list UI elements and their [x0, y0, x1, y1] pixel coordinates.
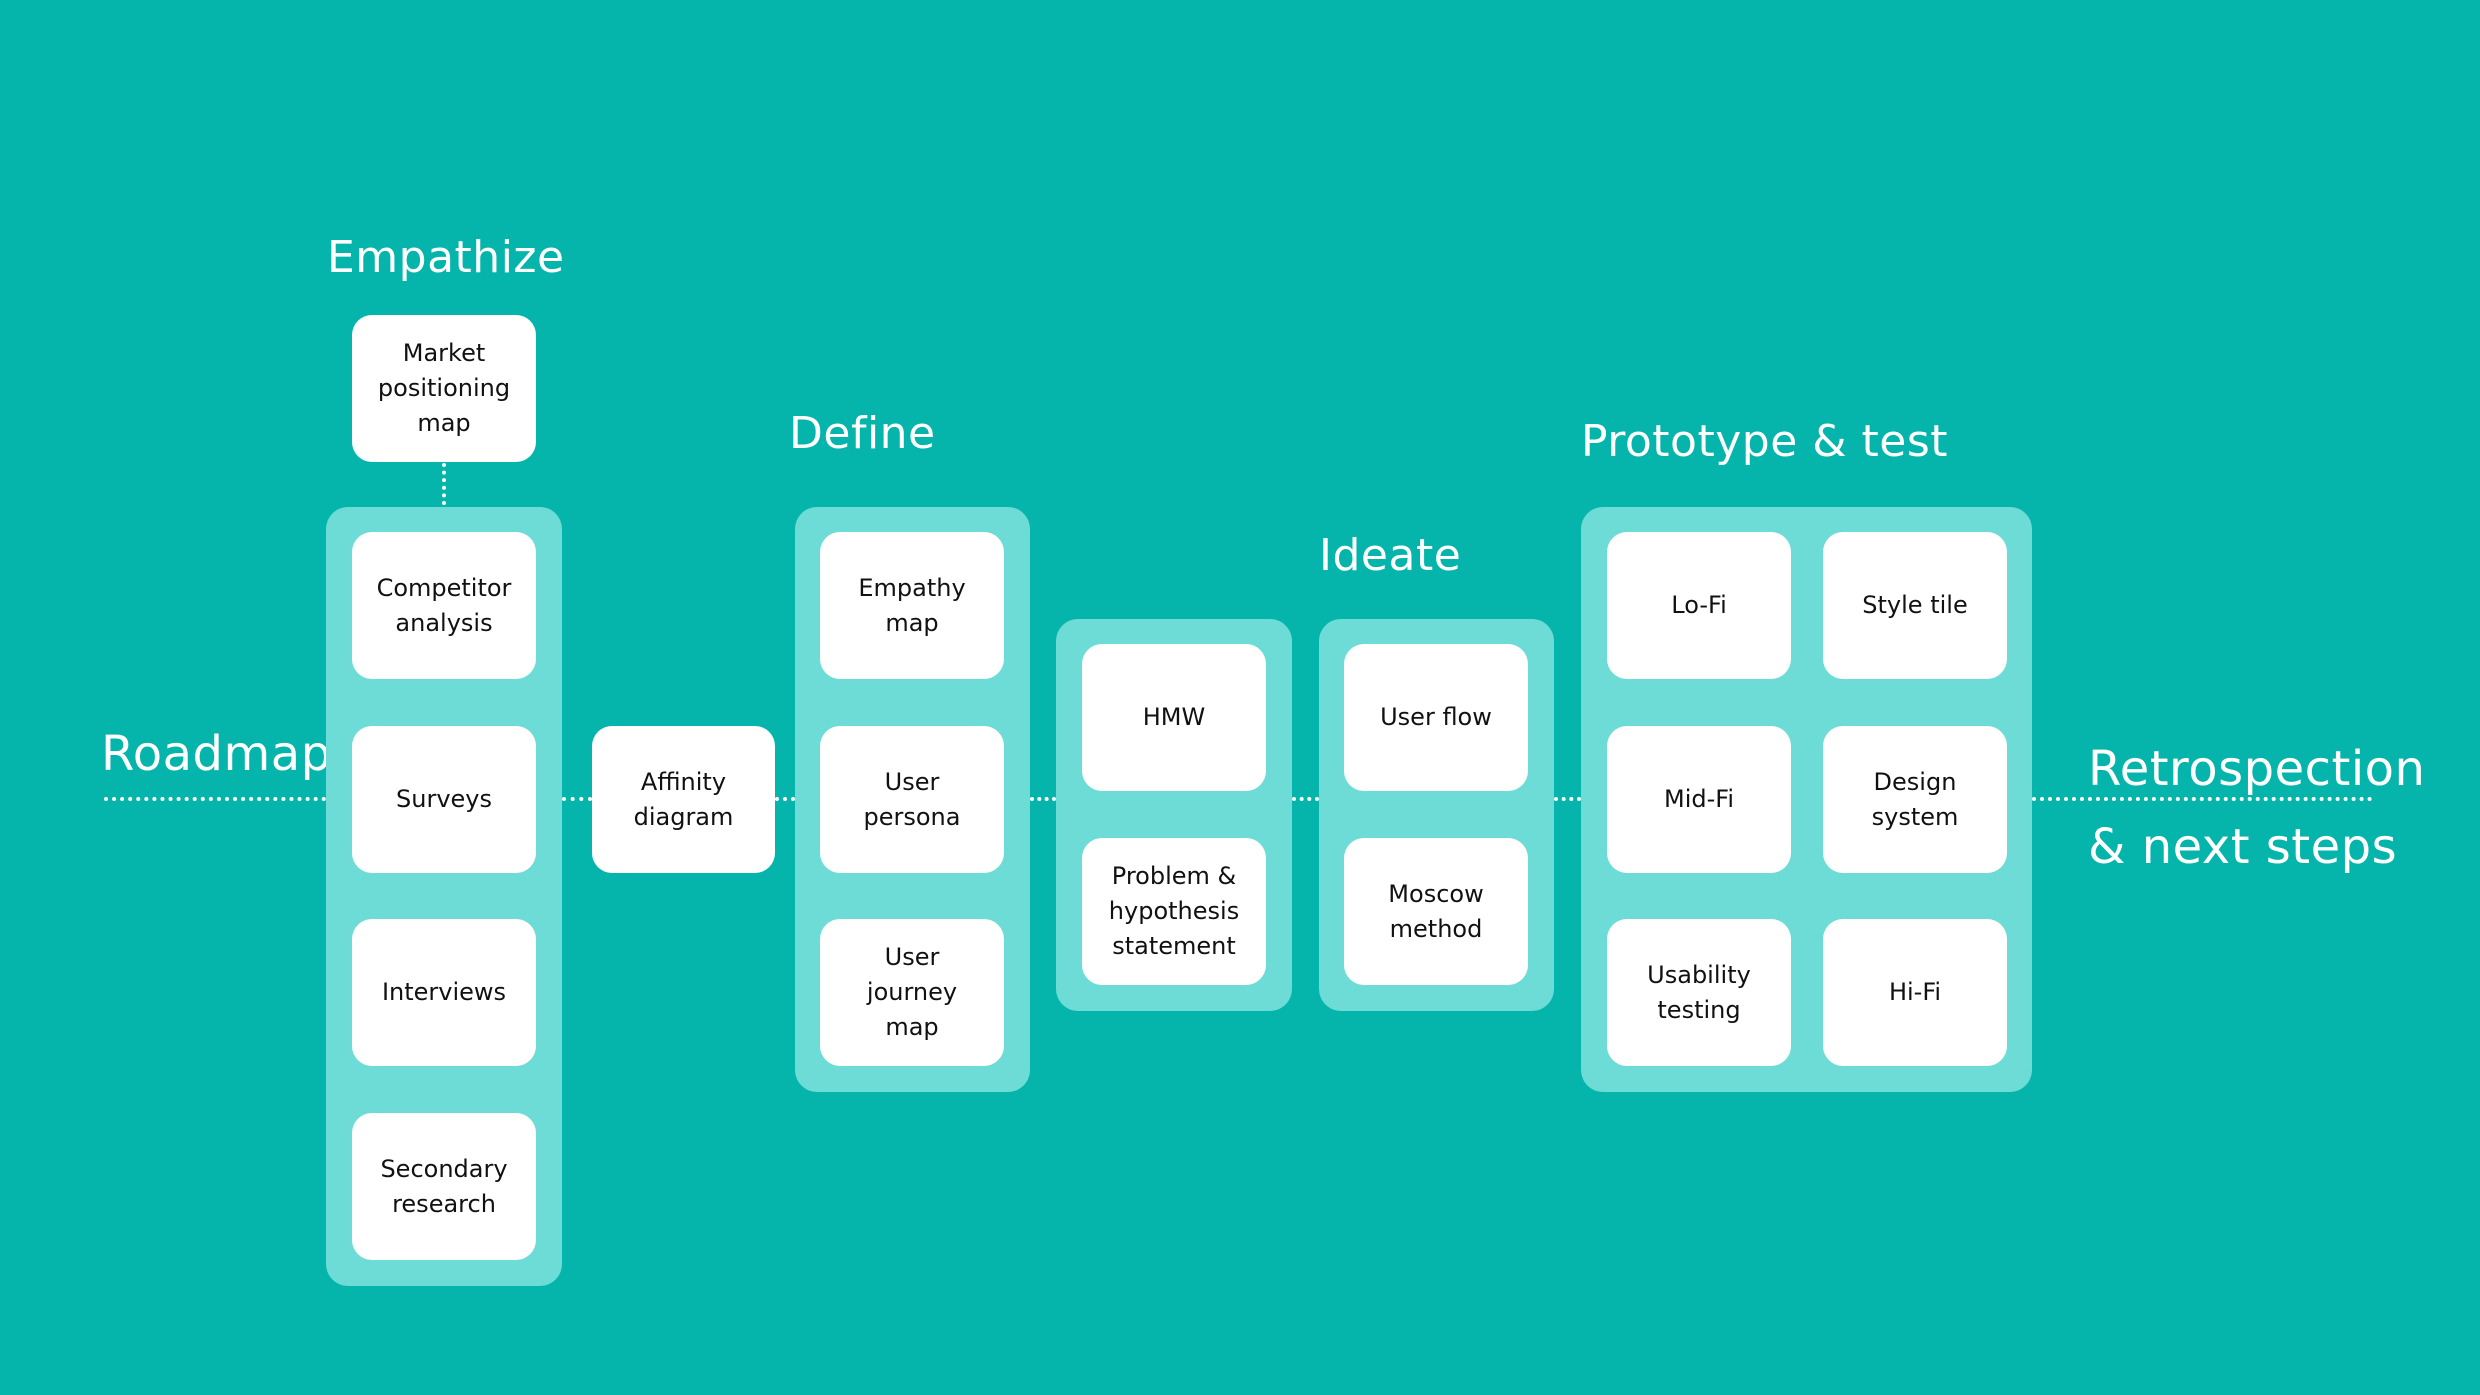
- card-label: Problem & hypothesis statement: [1108, 862, 1240, 960]
- card-label: Lo-Fi: [1671, 591, 1727, 619]
- affinity-diagram-card: Affinity diagram: [592, 726, 775, 873]
- card-label: Style tile: [1862, 591, 1968, 619]
- empathize-group: Competitor analysis Surveys Interviews S…: [326, 507, 562, 1286]
- card-label: Hi-Fi: [1888, 978, 1942, 1006]
- hmw-card: HMW: [1082, 644, 1266, 791]
- card-label: Surveys: [396, 785, 492, 813]
- card-label: Empathy map: [858, 573, 966, 637]
- user-persona-card: User persona: [820, 726, 1004, 873]
- design-system-card: Design system: [1823, 726, 2007, 873]
- card-label: Affinity diagram: [633, 767, 734, 831]
- hi-fi-card: Hi-Fi: [1823, 919, 2007, 1066]
- card-label: Competitor analysis: [376, 573, 512, 637]
- surveys-card: Surveys: [352, 726, 536, 873]
- market-positioning-map-card: Market positioning map: [352, 315, 536, 462]
- card-label: HMW: [1142, 703, 1206, 731]
- define-heading: Define: [789, 408, 936, 459]
- define-group: Empathy map User persona User journey ma…: [795, 507, 1030, 1092]
- retrospection-label: Retrospection & next steps: [2088, 741, 2426, 875]
- card-label: Design system: [1871, 767, 1959, 831]
- connector-define-hmw: [1030, 797, 1056, 801]
- lo-fi-card: Lo-Fi: [1607, 532, 1791, 679]
- card-label: Secondary research: [380, 1154, 508, 1218]
- hmw-group: HMW Problem & hypothesis statement: [1056, 619, 1292, 1011]
- connector-prototype-retrospection: [2032, 797, 2372, 801]
- prototype-test-group: Lo-Fi Style tile Mid-Fi Design system Us…: [1581, 507, 2032, 1092]
- ideate-heading: Ideate: [1319, 530, 1462, 581]
- ideate-group: User flow Moscow method: [1319, 619, 1554, 1011]
- card-label: User journey map: [866, 943, 958, 1041]
- secondary-research-card: Secondary research: [352, 1113, 536, 1260]
- style-tile-card: Style tile: [1823, 532, 2007, 679]
- competitor-analysis-card: Competitor analysis: [352, 532, 536, 679]
- connector-roadmap-empathize: [104, 797, 326, 801]
- connector-ideate-prototype: [1554, 797, 1581, 801]
- card-label: Usability testing: [1647, 960, 1751, 1024]
- moscow-method-card: Moscow method: [1344, 838, 1528, 985]
- mid-fi-card: Mid-Fi: [1607, 726, 1791, 873]
- connector-empathize-affinity: [562, 797, 592, 801]
- connector-market-map: [442, 463, 446, 505]
- card-label: Interviews: [381, 978, 507, 1006]
- usability-testing-card: Usability testing: [1607, 919, 1791, 1066]
- roadmap-label: Roadmap: [101, 726, 332, 782]
- connector-hmw-ideate: [1292, 797, 1319, 801]
- empathize-heading: Empathize: [327, 232, 565, 283]
- user-flow-card: User flow: [1344, 644, 1528, 791]
- empathy-map-card: Empathy map: [820, 532, 1004, 679]
- problem-hypothesis-card: Problem & hypothesis statement: [1082, 838, 1266, 985]
- connector-affinity-define: [775, 797, 795, 801]
- interviews-card: Interviews: [352, 919, 536, 1066]
- card-label: User flow: [1380, 703, 1492, 731]
- card-label: Mid-Fi: [1664, 785, 1734, 813]
- user-journey-map-card: User journey map: [820, 919, 1004, 1066]
- card-label: User persona: [863, 767, 961, 831]
- card-label: Moscow method: [1388, 879, 1484, 943]
- card-label: Market positioning map: [377, 339, 511, 437]
- prototype-test-heading: Prototype & test: [1581, 416, 1949, 467]
